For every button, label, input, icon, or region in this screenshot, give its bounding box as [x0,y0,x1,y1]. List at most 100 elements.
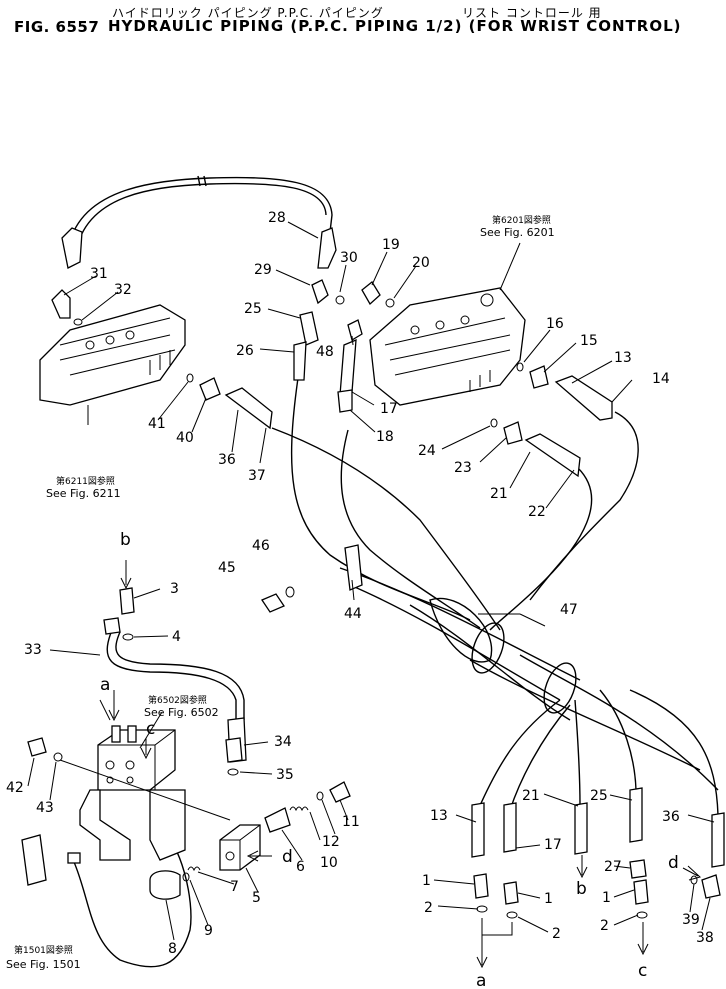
bolt-42 [27,737,47,757]
nipple-1-b [503,881,519,905]
bundle-strand-b [469,659,701,771]
callout-5: 5 [252,890,261,906]
arrow-a-out [476,935,488,969]
ref-1501-en: See Fig. 1501 [6,958,81,971]
callout-16: 16 [546,316,564,332]
callout-9: 9 [204,923,213,939]
callout-14: 14 [652,371,670,387]
callout-13-top: 13 [614,350,632,366]
callout-38: 38 [696,930,714,946]
hose-17-bottom-end [503,802,517,853]
arrow-a-in [108,690,120,722]
callout-23: 23 [454,460,472,476]
callout-2-b: 2 [552,926,561,942]
port-a-bottom: a [476,971,486,989]
hose-break-mark [197,175,207,187]
oring-24 [490,418,498,428]
bundle-clamp-2 [543,662,577,714]
callout-27: 27 [604,859,622,875]
reference-notes: 第6201図参照 See Fig. 6201 第6211図参照 See Fig.… [6,214,555,971]
callout-10: 10 [320,855,338,871]
nipple-40 [199,377,221,401]
callout-1-a: 1 [422,873,431,889]
callout-30: 30 [340,250,358,266]
bolt-45 [261,593,285,613]
fitting-25 [299,311,319,346]
callout-15: 15 [580,333,598,349]
hose-22-line [489,467,593,631]
hose-36-drop [629,689,719,816]
callout-32: 32 [114,282,132,298]
callout-numbers: 28 29 30 19 20 31 32 25 26 48 17 18 16 1… [6,210,714,957]
spring-10 [289,806,309,812]
elbow-19 [361,281,381,306]
bundle-upper-edge [339,567,581,681]
elbow-31 [51,289,71,319]
callout-43: 43 [36,800,54,816]
port-b-top: b [120,530,131,550]
fitting-27 [629,859,647,879]
header-japanese-line-2: リスト コントロール 用 [462,6,602,20]
callout-8: 8 [168,941,177,957]
hose-21-drop [574,699,581,806]
callout-36-bottom: 36 [662,809,680,825]
hose-36-end [224,387,273,430]
hose-26 [293,341,307,381]
callout-6: 6 [296,859,305,875]
top-hose-inner [75,182,327,253]
hose-36-bottom-end [711,812,725,868]
callout-37: 37 [248,468,266,484]
callout-12: 12 [322,834,340,850]
callout-24: 24 [418,443,436,459]
callout-36-top: 36 [218,452,236,468]
callout-21-bottom: 21 [522,788,540,804]
hose-33-end [103,617,121,635]
bundle-strand-a [409,604,571,721]
oring-35 [227,768,239,776]
washer-43 [53,752,63,762]
hose-18-sleeve [337,389,353,413]
callout-31: 31 [90,266,108,282]
bundle-lower-edge [349,584,561,701]
hose-lines [67,175,719,968]
nipple-15 [529,365,549,389]
callout-19: 19 [382,237,400,253]
nipple-48 [347,319,363,342]
callout-25: 25 [244,301,262,317]
tee-29 [311,279,329,305]
figure-number: FIG. 6557 [14,18,100,36]
hose-end-top-left [61,227,83,269]
nipple-1-a [473,873,489,899]
connector-plug [67,852,81,864]
callout-22: 22 [528,504,546,520]
hose-21-end [524,433,581,478]
flow-arrows [108,560,702,969]
callout-35: 35 [276,767,294,783]
callout-47: 47 [560,602,578,618]
ref-1501-jp: 第1501図参照 [14,944,73,956]
hose-33-line [106,629,237,720]
elbow-38 [701,874,721,899]
hose-13-bottom-end [471,802,485,858]
arrow-b-out [576,855,588,879]
nipple-3 [119,587,135,615]
ref-6502-en: See Fig. 6502 [144,706,219,719]
oring-32 [73,318,83,326]
ref-6201-jp: 第6201図参照 [492,214,551,226]
oring-2-c [636,911,648,919]
leader-lines [27,221,715,941]
clamp-44 [344,544,363,591]
right-control-valve [369,287,526,406]
oring-16 [516,362,524,372]
callout-2-c: 2 [600,918,609,934]
callout-41: 41 [148,416,166,432]
port-c-left: c [146,719,155,739]
arrow-c-in [140,738,152,760]
callout-39: 39 [682,912,700,928]
hose-33-line-inner [115,631,245,720]
bundle-clamp-1 [471,622,505,674]
header-japanese-line-1: ハイドロリック パイピング P.P.C. パイピング [112,6,384,20]
callout-40: 40 [176,430,194,446]
oring-12 [316,791,324,801]
nipple-34 [225,737,243,763]
